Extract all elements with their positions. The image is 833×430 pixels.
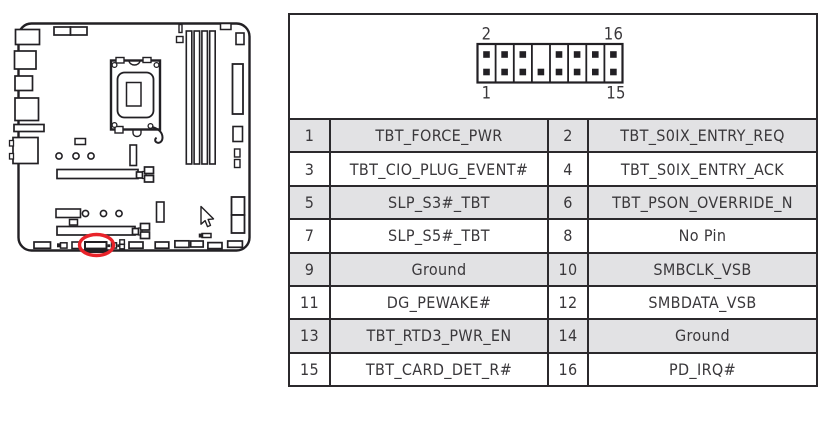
table-row: 9 Ground 10 SMBCLK_VSB — [288, 251, 818, 287]
pin-signal: SLP_S3#_TBT — [329, 184, 549, 221]
pin-number: 9 — [288, 251, 331, 287]
cpu-socket — [109, 56, 164, 144]
cpu-power-connector — [53, 26, 88, 36]
pin-header-body — [476, 42, 624, 84]
motherboard-diagram — [8, 22, 251, 258]
pump-fan-header — [219, 22, 232, 31]
jtbt1-highlight-circle — [77, 232, 116, 258]
pin-number: 8 — [547, 218, 589, 254]
pin-number: 1 — [288, 117, 331, 154]
pin-number: 11 — [288, 284, 331, 321]
pin-signal: No Pin — [587, 218, 818, 254]
table-row: 3 TBT_CIO_PLUG_EVENT# 4 TBT_S0IX_ENTRY_A… — [288, 151, 818, 187]
front-fan-header — [175, 23, 184, 44]
pin-number: 4 — [547, 151, 589, 187]
pin-signal: TBT_FORCE_PWR — [329, 117, 549, 154]
pin-signal: TBT_CARD_DET_R# — [329, 351, 549, 388]
pin-signal: TBT_PSON_OVERRIDE_N — [587, 184, 818, 221]
socket-lever — [151, 126, 164, 144]
pin-2-label: 2 — [482, 25, 492, 44]
pin-number: 10 — [547, 251, 589, 287]
pin-number: 15 — [288, 351, 331, 388]
table-row: 5 SLP_S3#_TBT 6 TBT_PSON_OVERRIDE_N — [288, 184, 818, 221]
pin-16-label: 16 — [604, 25, 624, 44]
pin-15-label: 15 — [606, 84, 626, 103]
pin-signal: SMBCLK_VSB — [587, 251, 818, 287]
pin-number: 16 — [547, 351, 589, 388]
rear-io-ports — [8, 28, 45, 165]
pin-signal: Ground — [587, 318, 818, 354]
table-row: 13 TBT_RTD3_PWR_EN 14 Ground — [288, 318, 818, 354]
pin-1-label: 1 — [482, 84, 492, 103]
pin-signal: TBT_S0IX_ENTRY_REQ — [587, 117, 818, 154]
pin-number: 2 — [547, 117, 589, 154]
pin-number: 12 — [547, 284, 589, 321]
dimm-slots — [185, 30, 216, 165]
pin-header-diagram-cell: 2 16 1 15 — [288, 13, 818, 120]
pin-signal: Ground — [329, 251, 549, 287]
pin-number: 6 — [547, 184, 589, 221]
table-row: 1 TBT_FORCE_PWR 2 TBT_S0IX_ENTRY_REQ — [288, 117, 818, 154]
mouse-cursor — [200, 205, 215, 228]
m2-slot-1 — [55, 137, 155, 183]
jumper-header — [198, 232, 212, 239]
pin-signal: PD_IRQ# — [587, 351, 818, 388]
pin-definition-table: 2 16 1 15 — [288, 13, 818, 388]
table-row: 15 TBT_CARD_DET_R# 16 PD_IRQ# — [288, 351, 818, 388]
pin-number: 7 — [288, 218, 331, 254]
pin-number: 3 — [288, 151, 331, 187]
table-row: 7 SLP_S5#_TBT 8 No Pin — [288, 218, 818, 254]
pin-header-row: 2 16 1 15 — [288, 13, 818, 120]
pin-signal: SLP_S5#_TBT — [329, 218, 549, 254]
pin-signal: DG_PEWAKE# — [329, 284, 549, 321]
pin-number: 5 — [288, 184, 331, 221]
pin-signal: TBT_RTD3_PWR_EN — [329, 318, 549, 354]
right-edge-connectors — [230, 32, 246, 234]
table-row: 11 DG_PEWAKE# 12 SMBDATA_VSB — [288, 284, 818, 321]
jtbt1-connector — [84, 241, 108, 250]
pin-signal: SMBDATA_VSB — [587, 284, 818, 321]
pin-number: 13 — [288, 318, 331, 354]
pin-signal: TBT_CIO_PLUG_EVENT# — [329, 151, 549, 187]
pin-squares — [483, 51, 617, 76]
jtbt1-connector-base — [84, 250, 108, 253]
pin-signal: TBT_S0IX_ENTRY_ACK — [587, 151, 818, 187]
pin-header-diagram: 2 16 1 15 — [476, 25, 626, 103]
pin-number: 14 — [547, 318, 589, 354]
